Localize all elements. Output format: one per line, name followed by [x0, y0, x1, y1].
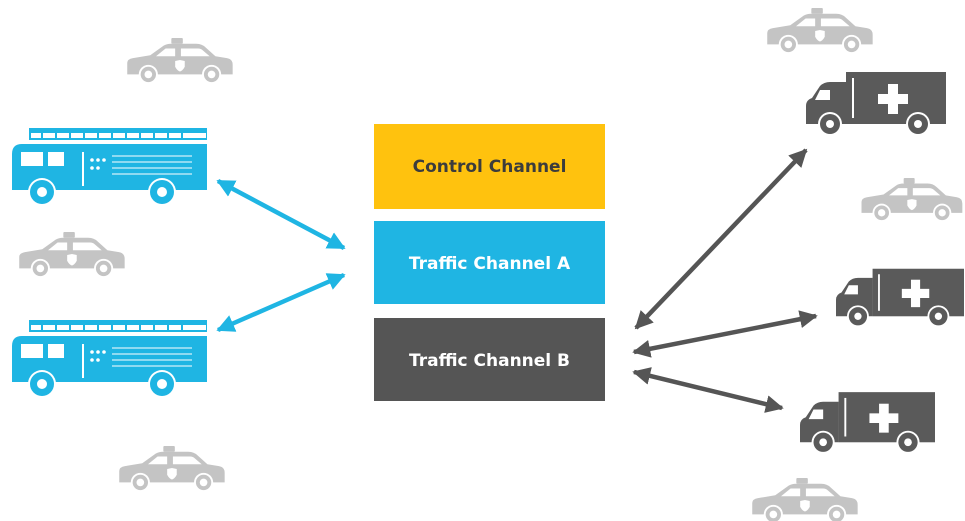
control-channel-block: Control Channel: [374, 124, 605, 209]
control-channel-label: Control Channel: [413, 157, 567, 177]
fire-truck-icon: [12, 320, 207, 398]
double-arrow: [632, 310, 818, 358]
police-car-icon: [767, 8, 873, 54]
police-car-icon: [861, 178, 963, 222]
double-arrow: [632, 367, 784, 413]
double-arrow: [216, 272, 346, 333]
police-car-icon: [752, 478, 858, 521]
double-arrow: [634, 148, 808, 330]
ambulance-icon: [806, 72, 946, 136]
police-car-icon: [19, 232, 125, 278]
ambulance-icon: [836, 268, 964, 328]
police-car-icon: [127, 38, 233, 84]
police-car-icon: [119, 446, 225, 492]
fire-truck-icon: [12, 128, 207, 206]
traffic-channel-a-label: Traffic Channel A: [409, 254, 571, 274]
traffic-channel-a-block: Traffic Channel A: [374, 221, 605, 304]
traffic-channel-b-block: Traffic Channel B: [374, 318, 605, 401]
traffic-channel-b-label: Traffic Channel B: [409, 351, 570, 371]
double-arrow: [216, 179, 346, 250]
ambulance-icon: [800, 392, 935, 454]
